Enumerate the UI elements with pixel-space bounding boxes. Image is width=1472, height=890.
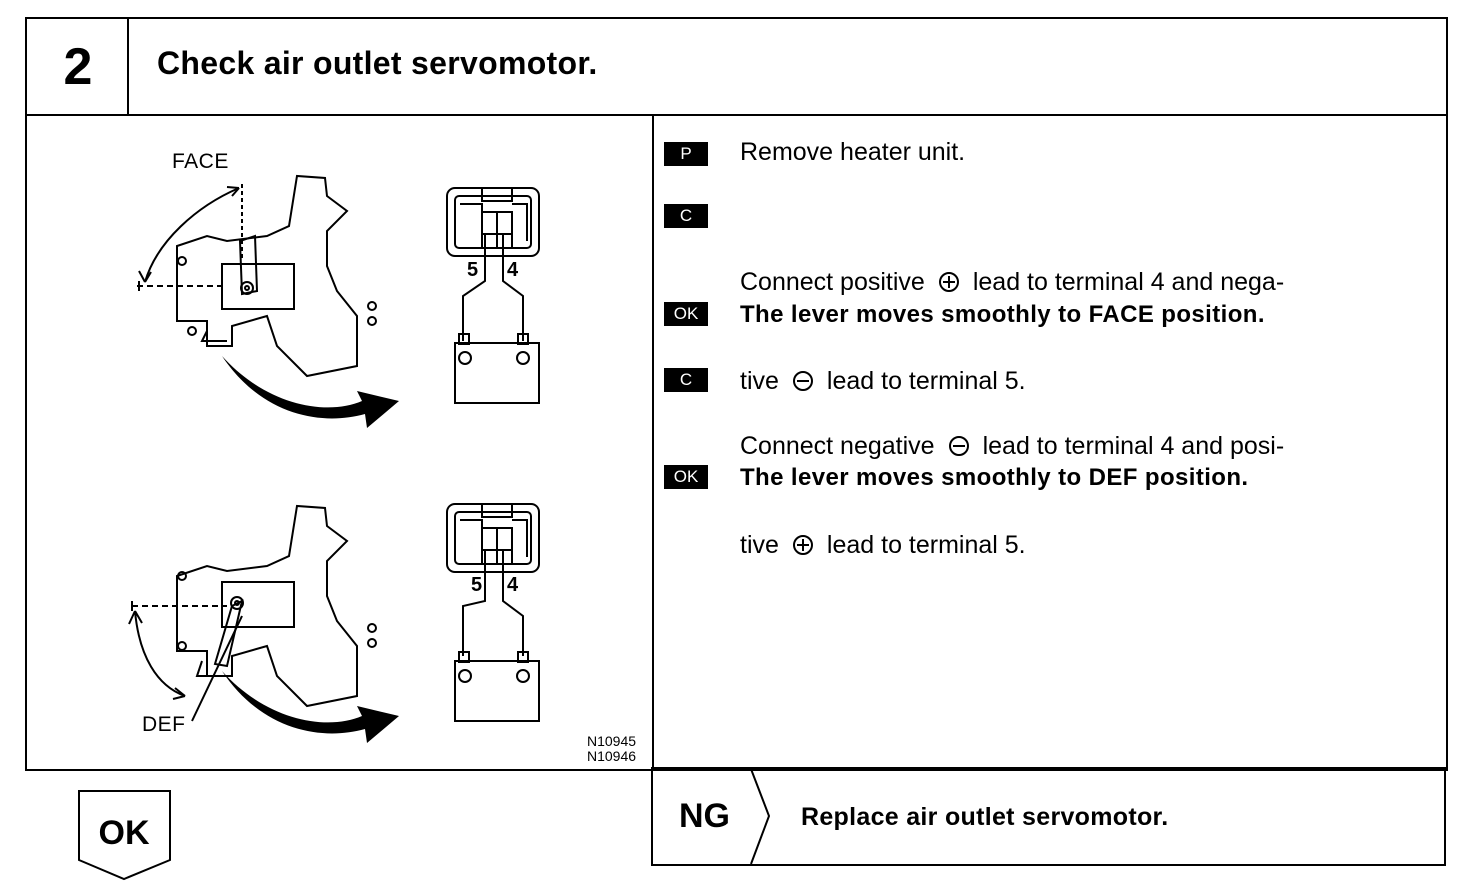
ng-chevron-icon <box>750 769 771 864</box>
terminal-4-bottom: 4 <box>507 574 519 596</box>
step-badge-ok: OK <box>664 465 708 489</box>
step-number-box: 2 <box>25 17 129 116</box>
ok-label: OK <box>99 814 150 852</box>
ok-pointer-icon: OK <box>78 790 171 881</box>
arrow-top-icon <box>222 356 399 428</box>
terminal-5-top: 5 <box>467 259 478 281</box>
servomotor-bottom-drawing <box>128 504 377 722</box>
figure-code-1: N10945 <box>587 733 636 749</box>
header-title-box: Check air outlet servomotor. <box>127 17 1448 116</box>
ng-action-text: Replace air outlet servomotor. <box>801 803 1169 831</box>
step-text-1: Remove heater unit. <box>740 138 966 166</box>
step-badge-ok: OK <box>664 302 708 326</box>
step-remove-heater: P <box>664 140 708 166</box>
illustration-panel: FACE <box>25 114 654 771</box>
terminal-5-bottom: 5 <box>471 574 482 596</box>
connector-bottom-drawing <box>446 503 540 722</box>
servomotor-top-drawing <box>137 174 377 378</box>
minus-icon <box>948 436 969 456</box>
ng-result-box: NG Replace air outlet servomotor. <box>651 767 1446 866</box>
ok-result: OK <box>78 790 174 887</box>
ng-label: NG <box>679 797 730 835</box>
step-badge-c: C <box>664 368 708 392</box>
plus-icon <box>792 535 813 555</box>
face-label: FACE <box>172 150 229 173</box>
step-number: 2 <box>63 37 93 96</box>
step-text-5: The lever moves smoothly to DEF position… <box>740 464 1249 491</box>
step-connect-negative: C <box>664 366 708 392</box>
arrow-bottom-icon <box>222 671 399 743</box>
servomotor-diagram: FACE <box>128 150 636 764</box>
terminal-4-top: 4 <box>507 259 519 281</box>
page-title: Check air outlet servomotor. <box>157 45 598 81</box>
minus-icon <box>792 371 813 391</box>
plus-icon <box>938 272 959 292</box>
step-badge-c: C <box>664 204 708 228</box>
figure-code-2: N10946 <box>587 748 636 764</box>
def-label: DEF <box>142 713 186 736</box>
step-connect-positive: C <box>664 202 708 228</box>
procedure-panel: P Remove heater unit. C Connect positive… <box>652 114 1448 771</box>
step-badge-p: P <box>664 142 708 166</box>
step-ok-def: OK <box>664 463 708 489</box>
connector-top-drawing <box>446 187 540 404</box>
step-ok-face: OK <box>664 300 708 326</box>
step-text-3: The lever moves smoothly to FACE positio… <box>740 301 1265 328</box>
